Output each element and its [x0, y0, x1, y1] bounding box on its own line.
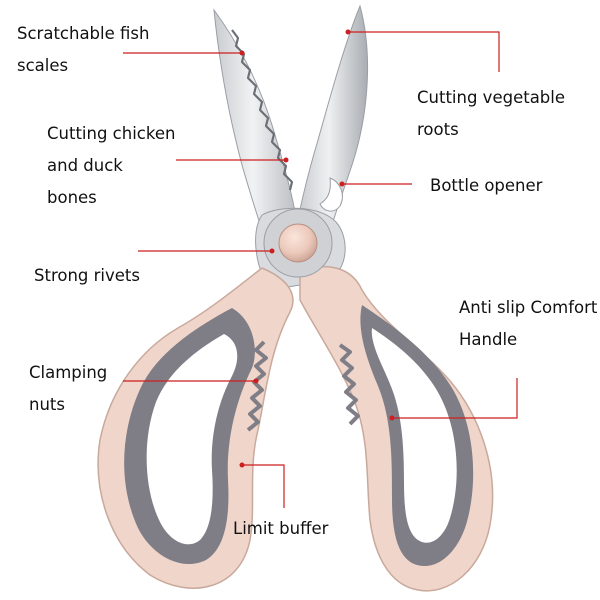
leader-vegetable-roots	[348, 31, 500, 72]
label-strong-rivets: Strong rivets	[34, 266, 140, 285]
right-handle-hole	[371, 328, 457, 543]
rivet-cap	[278, 223, 318, 263]
clamping-nut-ridges	[246, 340, 268, 432]
label-bottle-opener: Bottle opener	[430, 176, 543, 195]
left-handle-hole	[146, 334, 238, 545]
bottle-opener-notch	[319, 177, 343, 212]
label-limit-buffer: Limit buffer	[233, 519, 329, 538]
leader-anti-slip	[392, 378, 518, 419]
label-fish-scales: Scratchable fish scales	[17, 24, 150, 75]
label-clamping-nuts: Clamping nuts	[29, 363, 108, 414]
serrated-edge	[231, 29, 294, 191]
label-vegetable-roots: Cutting vegetable roots	[417, 88, 566, 139]
right-grip-ridges	[338, 343, 360, 426]
label-anti-slip: Anti slip Comfort Handle	[459, 298, 598, 349]
label-chicken-bones: Cutting chicken and duck bones	[47, 124, 176, 207]
leader-limit-buffer	[242, 464, 285, 508]
